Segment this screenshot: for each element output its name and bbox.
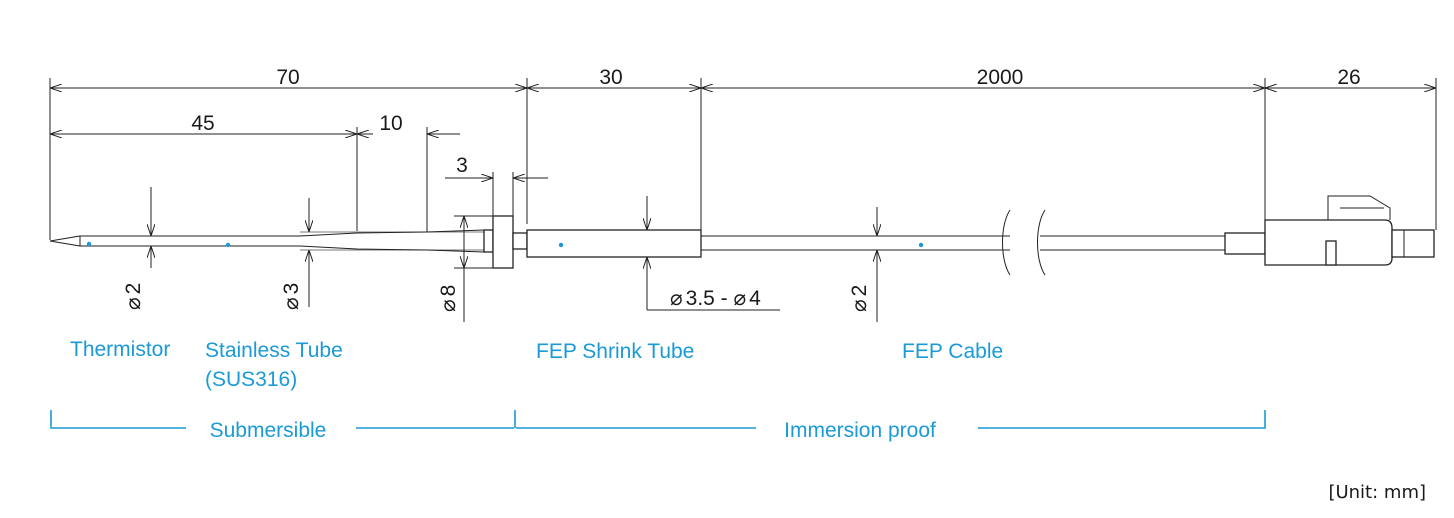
dim-2000-text: 2000 (977, 66, 1024, 89)
zone-brackets (50, 410, 1266, 429)
svg-text:⌀3: ⌀3 (280, 283, 303, 310)
dim-26-text: 26 (1337, 66, 1360, 89)
dim-70-text: 70 (276, 66, 299, 89)
zone-immersion-proof: Immersion proof (784, 419, 936, 442)
connector-latch (1327, 195, 1391, 220)
dia-shrink-label: ⌀3.5 - ⌀4 (670, 287, 761, 310)
cable-break-mark (1037, 209, 1046, 276)
cable-break-mark (1002, 209, 1011, 276)
dim-45-text: 45 (191, 112, 214, 135)
fep-shrink-tube (526, 229, 702, 258)
flange (492, 215, 514, 269)
dimension-lines (50, 88, 1436, 178)
thermistor-tip (49, 235, 81, 247)
dim-30-text: 30 (599, 66, 622, 89)
label-fep-shrink-tube: FEP Shrink Tube (536, 340, 694, 363)
svg-text:⌀2: ⌀2 (848, 285, 871, 312)
collar (483, 229, 494, 253)
label-dots (86, 241, 924, 248)
dia-cable-label: ⌀2 (848, 285, 871, 312)
label-stainless-material: (SUS316) (205, 368, 297, 391)
dia-tip-label: ⌀2 (122, 283, 145, 310)
label-thermistor: Thermistor (70, 338, 170, 361)
connector-plug (1391, 229, 1435, 258)
svg-text:⌀2: ⌀2 (122, 283, 145, 310)
unit-note: [Unit: mm] (1328, 482, 1426, 503)
label-fep-cable: FEP Cable (902, 340, 1003, 363)
connector-window (1325, 240, 1337, 266)
extension-lines (49, 78, 1437, 240)
dia-tube-label: ⌀3 (280, 283, 303, 310)
dim-3-text: 3 (456, 154, 468, 177)
collar-right (512, 232, 528, 250)
label-stainless-tube: Stainless Tube (205, 339, 343, 362)
zone-submersible: Submersible (210, 419, 327, 442)
svg-text:⌀8: ⌀8 (437, 285, 460, 312)
dim-10-text: 10 (379, 112, 402, 135)
connector-sleeve (1224, 232, 1266, 255)
diameter-indicators (140, 187, 877, 322)
probe-body (49, 195, 1435, 276)
dia-flange-label: ⌀8 (437, 285, 460, 312)
